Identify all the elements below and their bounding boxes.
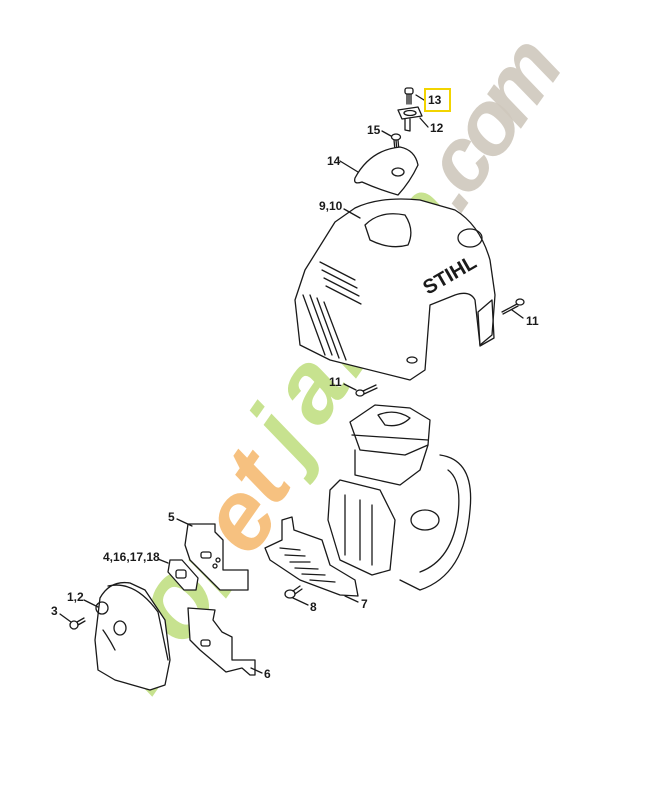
callout-3[interactable]: 3: [51, 604, 58, 618]
callout-11-right[interactable]: 11: [526, 314, 539, 328]
guard-7-icon: [264, 516, 359, 597]
cap-14-icon: [354, 146, 419, 196]
callout-5[interactable]: 5: [168, 510, 175, 524]
callout-11-bottom[interactable]: 11: [329, 375, 342, 389]
callout-13[interactable]: 13: [428, 93, 442, 107]
callout-14[interactable]: 14: [327, 154, 341, 168]
screw-11-bottom-icon: [355, 384, 378, 397]
screw-11-right-icon: [501, 298, 525, 315]
callout-12[interactable]: 12: [430, 121, 444, 135]
callout-9-10[interactable]: 9,10: [319, 199, 343, 213]
screw-8-icon: [284, 585, 303, 599]
callout-8[interactable]: 8: [310, 600, 317, 614]
callout-1-2[interactable]: 1,2: [67, 590, 84, 604]
callout-4-16-17-18[interactable]: 4,16,17,18: [103, 550, 160, 564]
callout-7[interactable]: 7: [361, 597, 368, 611]
plate-6-icon: [187, 607, 256, 676]
plate-5-icon: [184, 523, 249, 591]
muffler-1-2-icon: [94, 581, 171, 691]
bracket-12-icon: [397, 106, 423, 132]
callout-6[interactable]: 6: [264, 667, 271, 681]
gasket-icon: [167, 559, 199, 591]
screw-13-icon: [404, 87, 414, 105]
callout-15[interactable]: 15: [367, 123, 381, 137]
screw-3-icon: [69, 617, 86, 630]
shroud-9-10-icon: [294, 198, 496, 381]
highlight-box-13: [424, 88, 451, 112]
engine-block-icon: [327, 404, 472, 591]
